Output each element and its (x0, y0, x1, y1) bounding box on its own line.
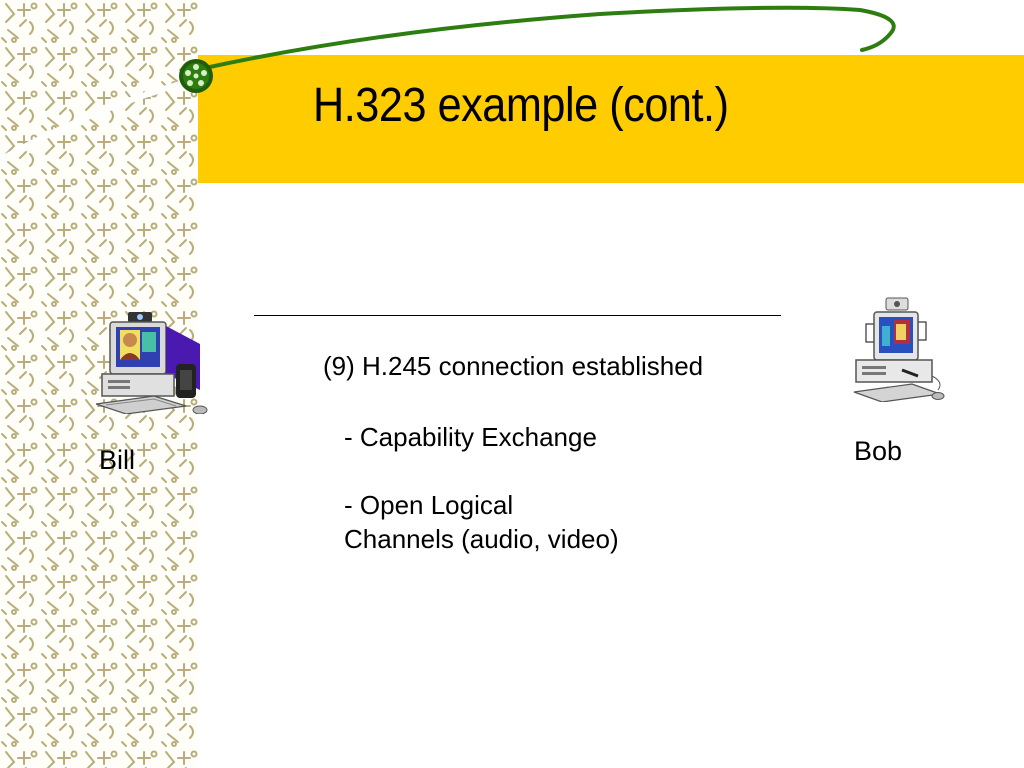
slide-title: H.323 example (cont.) (313, 79, 729, 132)
bullet-open-logical-channels: - Open Logical Channels (audio, video) (344, 488, 619, 556)
endpoint-label-bob: Bob (854, 436, 903, 466)
desktop-computer-icon (96, 312, 208, 414)
bullet-text: - Capability Exchange (344, 422, 597, 452)
desktop-computer-icon (853, 297, 945, 402)
bullet-text-line-1: - Open Logical (344, 490, 514, 520)
connection-line (254, 315, 781, 316)
step-heading: (9) H.245 connection established (323, 351, 704, 381)
endpoint-label-bill: Bill (99, 445, 136, 475)
bullet-capability-exchange: - Capability Exchange (344, 420, 597, 454)
bullet-text-line-2: Channels (audio, video) (344, 524, 619, 554)
title-band (198, 55, 1024, 183)
decorative-swoosh (0, 5, 896, 163)
